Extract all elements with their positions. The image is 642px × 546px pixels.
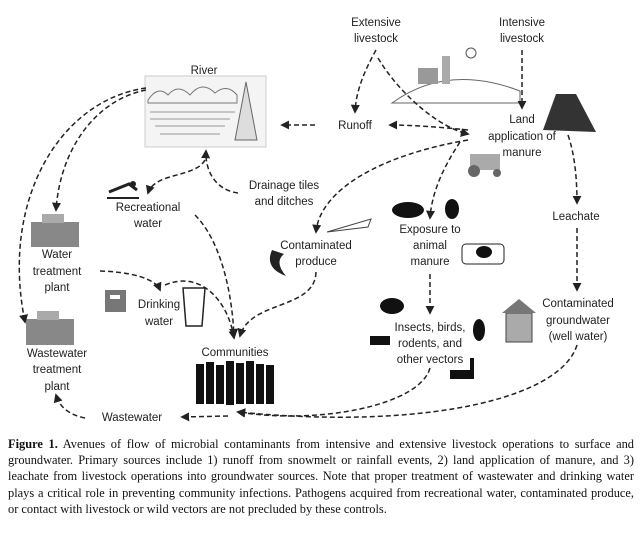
cow-icon (461, 243, 505, 265)
carrot-icon (326, 218, 372, 233)
arrow-drainage-to-river (201, 149, 239, 194)
beet-icon (269, 250, 286, 276)
river-illustration (144, 75, 267, 148)
label-wastewater: Wastewater (102, 412, 162, 424)
arrow-land-to-runoff (388, 120, 469, 131)
figure-caption: Figure 1. Avenues of flow of microbial c… (8, 436, 634, 517)
arrow-groundwater-to-communities (236, 344, 578, 418)
arrow-produce-to-communities (237, 271, 317, 338)
arrow-extensive-to-land (377, 57, 470, 137)
cat-icon (473, 319, 485, 341)
arrow-river-to-water-plant (51, 89, 147, 212)
rat-icon (380, 298, 404, 314)
farm-illustration (390, 47, 521, 104)
deer-icon (450, 358, 474, 379)
arrow-wastewater-to-plant (53, 393, 86, 419)
label-leachate: Leachate (552, 211, 599, 223)
tractor-icon (468, 154, 501, 177)
well-icon (502, 299, 536, 343)
swimmer-icon (107, 181, 139, 199)
arrow-land-to-leachate (567, 134, 582, 205)
arrow-river-to-wastewater-plant (18, 87, 147, 324)
caption-text: Avenues of flow of microbial contaminant… (8, 437, 635, 516)
caption-label: Figure 1. (8, 437, 58, 451)
people-silhouette-icon (196, 361, 274, 405)
arrow-water-plant-to-drinking (99, 270, 162, 292)
glass-icon (182, 287, 206, 327)
faucet-icon (105, 290, 126, 312)
arrow-recreational-to-communities (194, 214, 239, 338)
label-communities: Communities (201, 347, 268, 359)
arrow-land-to-exposure (426, 141, 461, 220)
water-plant-icon (31, 214, 79, 247)
dog-icon (370, 336, 390, 345)
manure-pile-icon (543, 94, 596, 132)
arrow-land-to-produce (312, 139, 469, 234)
flow-arrows (18, 49, 582, 422)
arrow-communities-to-wastewater (180, 412, 229, 422)
label-river: River (191, 65, 218, 77)
arrow-drinking-to-communities (164, 280, 238, 340)
pig-icon (392, 202, 424, 218)
wastewater-plant-icon (26, 311, 74, 345)
arrow-extensive-to-runoff (350, 49, 377, 114)
label-runoff: Runoff (338, 120, 372, 132)
chicken-icon (445, 199, 459, 219)
arrow-river-to-recreational (146, 159, 206, 195)
